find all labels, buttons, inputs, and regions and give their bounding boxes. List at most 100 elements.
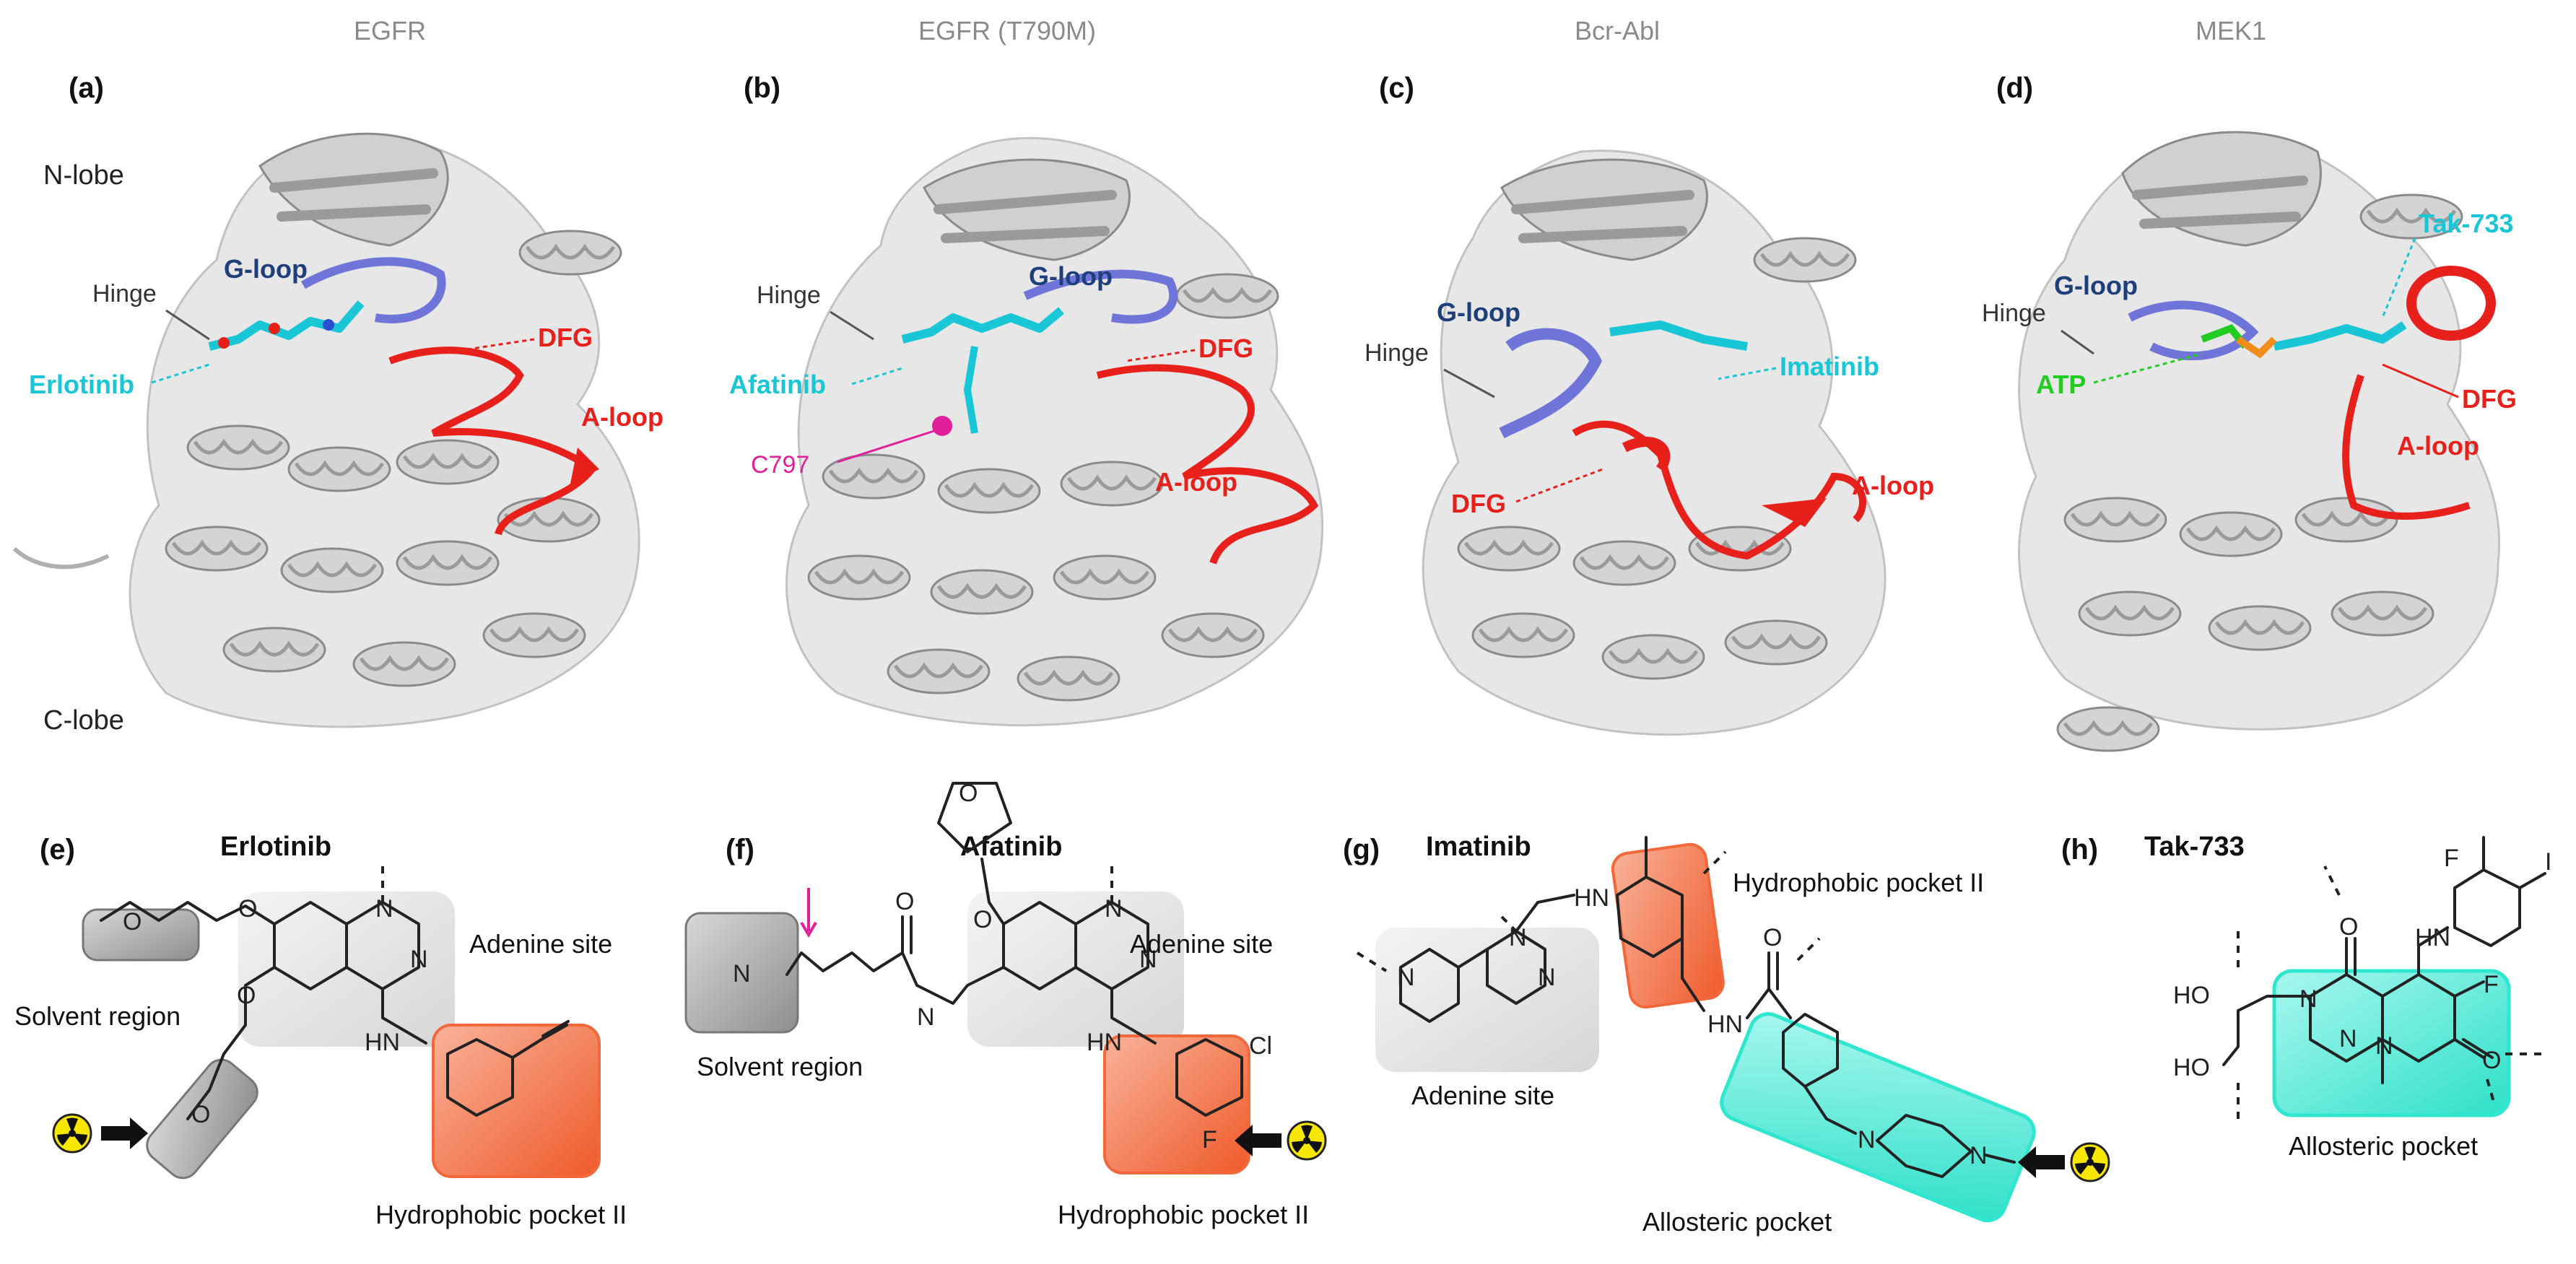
panel-g-hydrophobic-label: Hydrophobic pocket II <box>1733 868 1984 897</box>
panel-b-dfg-label: DFG <box>1198 334 1253 363</box>
panel-d-tag: (d) <box>1996 72 2033 104</box>
erlotinib-o-atom-3: O <box>123 908 142 936</box>
arrow-icon <box>2018 1146 2065 1178</box>
imatinib-structure <box>1356 836 2016 1178</box>
panel-d-hinge-label: Hinge <box>1982 300 2046 327</box>
panel-e-adenine-label: Adenine site <box>469 929 612 959</box>
panel-a-aloop-label: A-loop <box>581 402 663 432</box>
panel-a-tag: (a) <box>69 72 104 104</box>
panel-g-allosteric-label: Allosteric pocket <box>1642 1207 1832 1237</box>
panel-a-dfg-label: DFG <box>538 323 593 352</box>
panel-g-name: Imatinib <box>1426 832 1531 862</box>
imatinib-n-atom-1: N <box>1397 964 1415 991</box>
arrow-icon <box>101 1117 148 1149</box>
afatinib-o-atom-1: O <box>959 780 978 807</box>
tak733-o-atom-1: O <box>2339 913 2358 941</box>
panel-a: EGFR (a) N-lobe C-lobe Hinge G-loop Erlo… <box>12 16 663 736</box>
panel-d-ligand-label: Tak-733 <box>2419 209 2513 238</box>
panel-d: MEK1 (d) Tak-733 G-loop Hinge ATP DFG A-… <box>1982 16 2517 751</box>
tak733-f-atom-1: F <box>2444 845 2459 872</box>
tak733-hn-atom: HN <box>2415 924 2450 951</box>
tak733-n-atom-3: N <box>2375 1032 2393 1060</box>
panel-h-name: Tak-733 <box>2144 832 2245 862</box>
panel-d-atp-label: ATP <box>2036 370 2086 399</box>
panel-b-ligand-label: Afatinib <box>729 370 826 399</box>
panel-c-gloop-label: G-loop <box>1437 297 1520 327</box>
panel-e-name: Erlotinib <box>220 832 331 862</box>
afatinib-structure <box>786 782 1243 1117</box>
imatinib-n-atom-2: N <box>1509 924 1527 951</box>
panel-b-title: EGFR (T790M) <box>918 16 1096 45</box>
panel-f-adenine-label: Adenine site <box>1130 929 1273 959</box>
panel-b-gloop-label: G-loop <box>1029 261 1113 291</box>
panel-a-protein-structure <box>12 132 640 728</box>
allosteric-pocket-highlight <box>2272 969 2511 1117</box>
panel-c-ligand-label: Imatinib <box>1780 352 1879 381</box>
panel-c-aloop-label: A-loop <box>1852 471 1934 500</box>
imatinib-o-atom: O <box>1763 924 1782 951</box>
radiation-icon <box>52 1113 92 1154</box>
panel-b-aloop-label: A-loop <box>1155 467 1237 497</box>
panel-a-gloop-label: G-loop <box>224 254 308 284</box>
panel-a-title: EGFR <box>354 16 426 45</box>
panel-d-title: MEK1 <box>2196 16 2266 45</box>
arrow-icon <box>1235 1125 1282 1156</box>
afatinib-n-atom-3: N <box>733 960 751 988</box>
solvent-pocket-highlight-2 <box>146 1058 258 1180</box>
afatinib-hn-atom: HN <box>1087 1029 1122 1056</box>
tak733-ho-atom-2: HO <box>2173 1054 2210 1081</box>
radiation-icon <box>2070 1142 2110 1182</box>
imatinib-hn-atom-2: HN <box>1707 1011 1743 1038</box>
tak733-i-atom: I <box>2545 848 2551 876</box>
panel-f: (f) Afatinib N N O O O N N HN Cl F Adeni… <box>684 780 1327 1229</box>
adenine-pocket-highlight <box>967 892 1184 1047</box>
imatinib-n-atom-5: N <box>1970 1142 1988 1169</box>
afatinib-cl-atom: Cl <box>1249 1032 1272 1060</box>
erlotinib-n-atom-2: N <box>410 946 428 973</box>
panel-b-c797-label: C797 <box>751 451 809 479</box>
panel-e: (e) Erlotinib N N O O O O HN Adenine sit… <box>14 832 627 1229</box>
allosteric-pocket-highlight <box>1720 1012 2036 1223</box>
panel-e-tag: (e) <box>40 834 75 866</box>
erlotinib-o-atom-4: O <box>191 1101 210 1128</box>
panel-c-tag: (c) <box>1379 72 1414 104</box>
panel-c-protein-structure <box>1422 149 1887 736</box>
panel-a-nlobe-label: N-lobe <box>43 160 124 191</box>
adenine-pocket-highlight <box>1375 928 1599 1072</box>
imatinib-n-atom-4: N <box>1858 1126 1876 1154</box>
panel-a-ligand-label: Erlotinib <box>29 370 134 399</box>
afatinib-n-atom-2: N <box>1139 946 1157 973</box>
tak733-n-atom-2: N <box>2339 1025 2357 1052</box>
erlotinib-structure <box>100 859 570 1120</box>
panel-h: (h) Tak-733 F I HN O F O N N N <box>2061 832 2551 1161</box>
tak733-n-atom-1: N <box>2299 985 2318 1013</box>
panel-b: EGFR (T790M) (b) Hinge G-loop Afatinib C… <box>729 16 1324 727</box>
solvent-pocket-highlight <box>684 912 799 1034</box>
panel-d-aloop-label: A-loop <box>2397 431 2479 461</box>
panel-g: (g) Imatinib N N N HN HN O N <box>1343 832 2110 1237</box>
hydrophobic-pocket-highlight <box>1611 842 1725 1009</box>
tak733-f-atom-2: F <box>2484 971 2499 998</box>
hydrophobic-pocket-highlight <box>1103 1034 1250 1174</box>
tak733-structure <box>2222 836 2546 1126</box>
imatinib-hn-atom-1: HN <box>1574 884 1609 912</box>
imatinib-n-atom-3: N <box>1538 964 1556 991</box>
panel-c-title: Bcr-Abl <box>1575 16 1660 45</box>
panel-e-hydrophobic-label: Hydrophobic pocket II <box>375 1200 627 1229</box>
afatinib-o-atom-2: O <box>973 906 992 933</box>
panel-c-dfg-label: DFG <box>1451 489 1506 518</box>
radiation-icon <box>1287 1120 1327 1161</box>
panel-g-tag: (g) <box>1343 834 1380 866</box>
afatinib-f-atom: F <box>1202 1126 1217 1154</box>
hydrophobic-pocket-highlight <box>432 1024 601 1178</box>
panel-b-hinge-label: Hinge <box>757 282 821 309</box>
afatinib-o-atom-3: O <box>895 888 914 915</box>
adenine-pocket-highlight <box>238 892 455 1047</box>
panel-a-hinge-label: Hinge <box>92 280 157 308</box>
panel-d-dfg-label: DFG <box>2462 384 2517 414</box>
afatinib-n-atom-1: N <box>1105 895 1123 923</box>
panel-f-hydrophobic-label: Hydrophobic pocket II <box>1058 1200 1309 1229</box>
afatinib-nh-atom: N <box>917 1003 935 1031</box>
panel-d-gloop-label: G-loop <box>2054 271 2138 300</box>
